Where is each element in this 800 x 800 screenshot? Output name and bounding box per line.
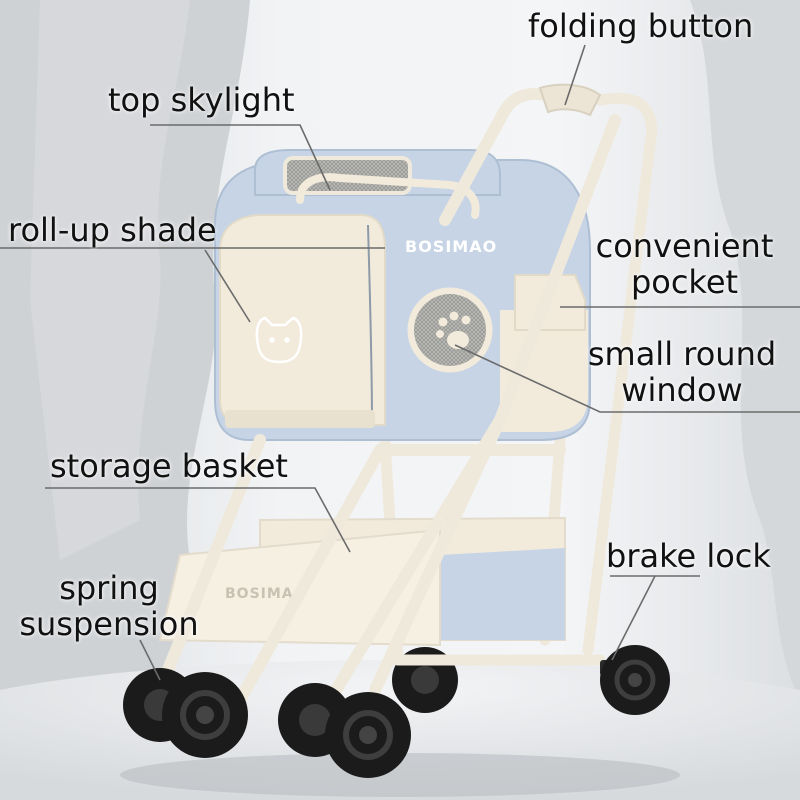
leader-roll-up-shade-tail — [204, 249, 251, 323]
label-small-round-window: small round window — [582, 336, 782, 408]
leader-spring-suspension — [139, 639, 161, 681]
pet-carrier: BOSIMAO — [214, 149, 591, 441]
label-convenient-pocket-line2: pocket — [630, 263, 739, 301]
label-brake-lock: brake lock — [606, 537, 771, 575]
storage-basket: BOSIMAO — [158, 516, 566, 647]
leader-small-round-window — [454, 344, 800, 413]
label-convenient-pocket-line1: convenient — [595, 227, 774, 265]
basket-logo: BOSIMAO — [225, 586, 307, 602]
label-convenient-pocket: convenient pocket — [592, 228, 777, 300]
label-roll-up-shade: roll-up shade — [8, 211, 217, 249]
label-spring-suspension-line2: suspension — [19, 605, 199, 643]
folding-button — [538, 83, 602, 117]
leader-storage-basket — [45, 487, 351, 553]
paw-icon — [436, 311, 471, 349]
left-rock-highlight — [30, 0, 190, 560]
wheel-rear-right — [600, 645, 670, 715]
wheel-front-left — [162, 672, 248, 758]
label-spring-suspension: spring suspension — [14, 570, 204, 642]
label-small-round-window-line1: small round — [587, 335, 777, 373]
carrier-logo: BOSIMAO — [405, 237, 497, 256]
label-spring-suspension-line1: spring — [59, 569, 159, 607]
right-rock — [690, 0, 800, 700]
label-storage-basket: storage basket — [50, 447, 288, 485]
cat-face-icon — [255, 316, 303, 364]
leader-top-skylight — [150, 124, 331, 191]
leader-brake-lock-down — [611, 575, 656, 661]
front-frame — [154, 87, 621, 706]
leader-lines — [0, 44, 800, 681]
small-round-window — [402, 282, 498, 378]
label-small-round-window-line2: window — [621, 371, 743, 409]
leader-folding-button — [564, 44, 586, 106]
wheel-middle — [325, 692, 411, 778]
label-folding-button: folding button — [528, 7, 754, 45]
label-top-skylight: top skylight — [108, 81, 295, 119]
floor-shadow — [120, 753, 680, 797]
